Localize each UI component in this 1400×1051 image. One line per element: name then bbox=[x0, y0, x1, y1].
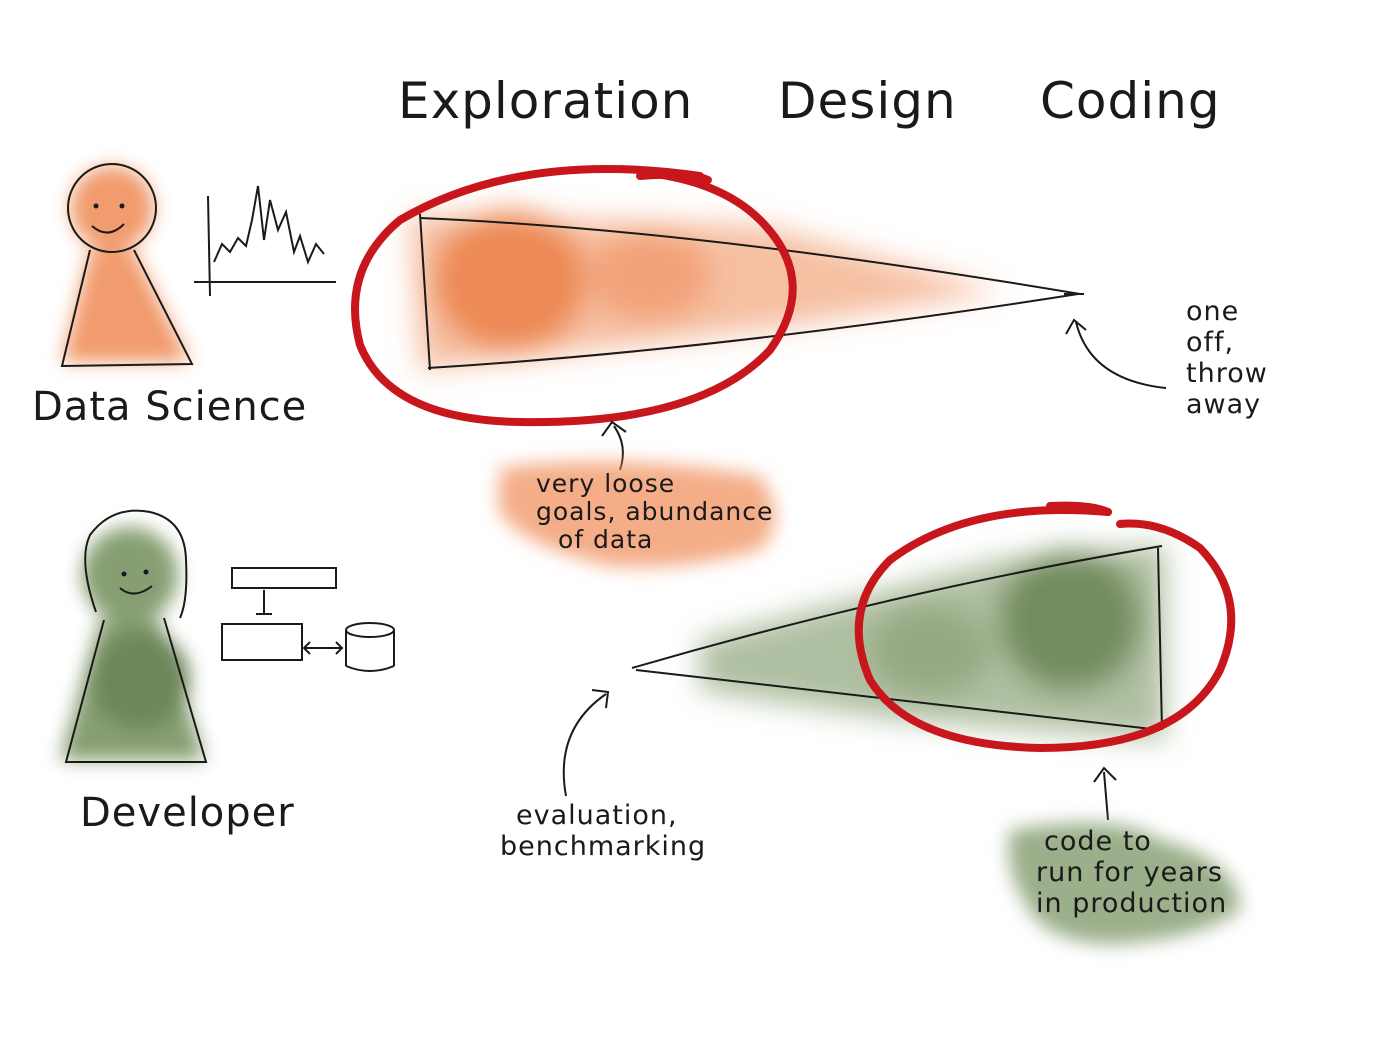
phase-design-label: Design bbox=[778, 72, 957, 130]
exploration-funnel bbox=[410, 210, 1084, 371]
data-scientist-figure bbox=[60, 163, 194, 368]
note-production: code to run for years in production bbox=[1036, 826, 1227, 919]
note-line: one bbox=[1186, 296, 1240, 327]
coding-circle bbox=[854, 501, 1236, 753]
arrow-evaluation bbox=[562, 689, 610, 797]
phase-exploration-label: Exploration bbox=[398, 72, 694, 130]
note-line: very loose bbox=[536, 469, 676, 498]
note-one-off: one off, throw away bbox=[1186, 296, 1268, 420]
phase-coding-label: Coding bbox=[1040, 72, 1221, 130]
arrow-one-off bbox=[1065, 318, 1167, 389]
loose-goals-wash bbox=[498, 461, 775, 568]
note-line: goals, abundance bbox=[536, 497, 774, 526]
exploration-circle bbox=[351, 164, 797, 427]
note-loose-goals: very loose goals, abundance of data bbox=[536, 470, 773, 554]
role-data-science-label: Data Science bbox=[32, 384, 308, 430]
note-line: in production bbox=[1036, 888, 1228, 919]
coding-funnel bbox=[631, 545, 1165, 740]
line-chart-sketch-icon bbox=[194, 185, 336, 297]
developer-figure bbox=[60, 509, 208, 763]
architecture-sketch-icon bbox=[221, 567, 395, 672]
note-line: of data bbox=[558, 525, 654, 554]
production-wash bbox=[1008, 822, 1240, 944]
note-line: off, bbox=[1186, 327, 1235, 358]
note-line: benchmarking bbox=[500, 831, 707, 862]
arrow-production bbox=[1093, 766, 1117, 821]
note-line: away bbox=[1186, 389, 1262, 420]
note-evaluation: evaluation, benchmarking bbox=[500, 800, 706, 862]
note-line: evaluation, bbox=[516, 800, 678, 831]
note-line: throw bbox=[1186, 358, 1268, 389]
note-line: run for years bbox=[1036, 857, 1223, 888]
role-developer-label: Developer bbox=[80, 790, 295, 836]
note-line: code to bbox=[1044, 826, 1152, 857]
